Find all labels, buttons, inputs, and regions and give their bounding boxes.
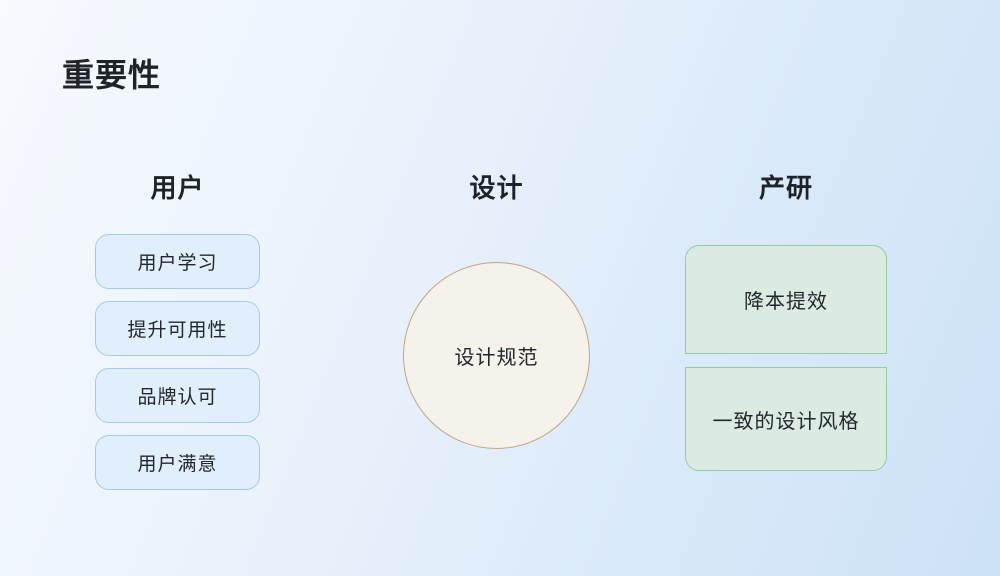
column-heading-user: 用户 [150, 173, 205, 203]
page-title: 重要性 [62, 57, 162, 93]
column-heading-design: 设计 [469, 173, 524, 203]
user-box-brand: 品牌认可 [95, 368, 260, 423]
user-box-learning: 用户学习 [95, 234, 260, 289]
user-box-satisfaction: 用户满意 [95, 435, 260, 490]
design-spec-circle: 设计规范 [403, 262, 590, 449]
prod-box-efficiency: 降本提效 [685, 245, 887, 354]
user-box-usability: 提升可用性 [95, 301, 260, 356]
column-heading-prod: 产研 [758, 173, 813, 203]
prod-box-consistent-style: 一致的设计风格 [685, 367, 887, 471]
